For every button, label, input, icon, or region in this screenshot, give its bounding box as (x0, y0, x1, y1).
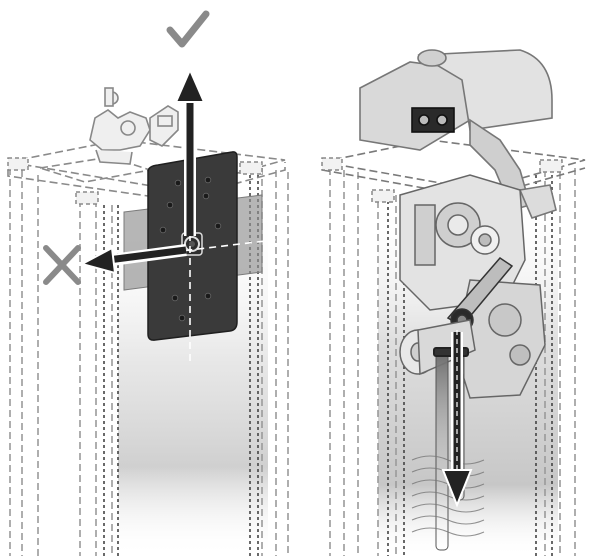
motor-housing (359, 49, 557, 219)
arrow-down-icon (441, 330, 473, 508)
top-mechanism-left (89, 87, 179, 165)
arrow-left-icon (79, 244, 187, 275)
x-mark-icon (43, 245, 81, 285)
arrow-up-icon (174, 67, 206, 236)
check-mark-icon (166, 10, 210, 48)
left-frame (7, 87, 291, 556)
